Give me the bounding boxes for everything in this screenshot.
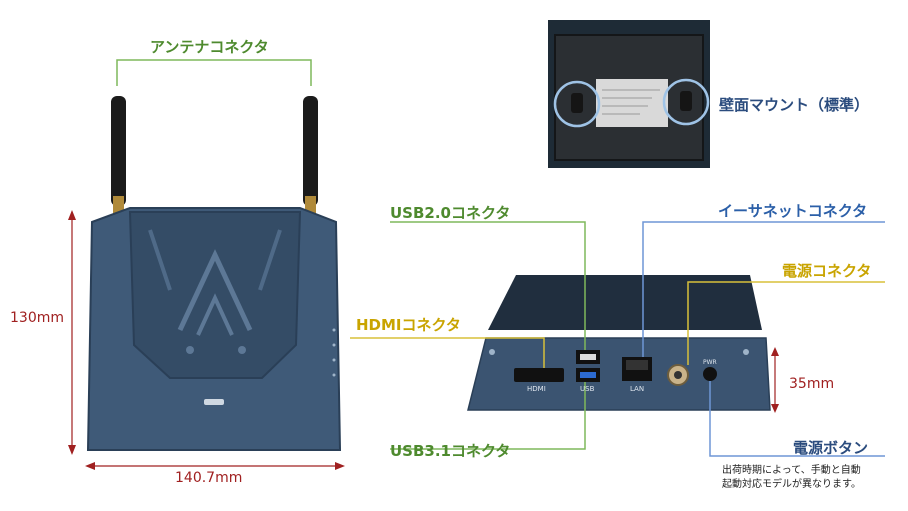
usb2-connector-label: USB2.0コネクタ xyxy=(390,204,511,222)
power-button-callout-line xyxy=(709,381,885,457)
power-note-line2: 起動対応モデルが異なります。 xyxy=(722,479,861,490)
power-note-line1: 出荷時期によって、手動と自動 xyxy=(722,465,861,476)
wall-mount-photo xyxy=(548,20,710,168)
usb-port-label: USB xyxy=(580,385,595,393)
power-connector-label: 電源コネクタ xyxy=(782,262,872,280)
antenna-connector-label: アンテナコネクタ xyxy=(150,38,269,56)
depth-dimension-label: 35mm xyxy=(789,376,835,392)
height-dimension-label: 130mm xyxy=(10,310,64,326)
wall-mount-label: 壁面マウント（標準） xyxy=(719,96,870,114)
usb3-connector-label: USB3.1コネクタ xyxy=(390,442,511,460)
right-antenna xyxy=(303,96,318,216)
power-button-label: 電源ボタン xyxy=(793,439,869,457)
usb3-callout-line xyxy=(390,382,586,450)
ethernet-connector-label: イーサネットコネクタ xyxy=(718,202,868,220)
power-connector-callout-line xyxy=(687,281,885,365)
hdmi-callout-line xyxy=(350,337,545,368)
pwr-port-label: PWR xyxy=(703,359,717,366)
antenna-callout-line xyxy=(116,59,312,86)
ethernet-callout-line xyxy=(642,221,885,357)
hdmi-port-label: HDMI xyxy=(527,385,546,393)
device-rear xyxy=(467,275,771,411)
lan-port-label: LAN xyxy=(630,385,645,393)
device-front xyxy=(86,207,342,451)
width-dimension-label: 140.7mm xyxy=(175,470,243,486)
left-antenna xyxy=(111,96,126,216)
hdmi-connector-label: HDMIコネクタ xyxy=(356,316,461,334)
usb2-callout-line xyxy=(390,221,586,350)
